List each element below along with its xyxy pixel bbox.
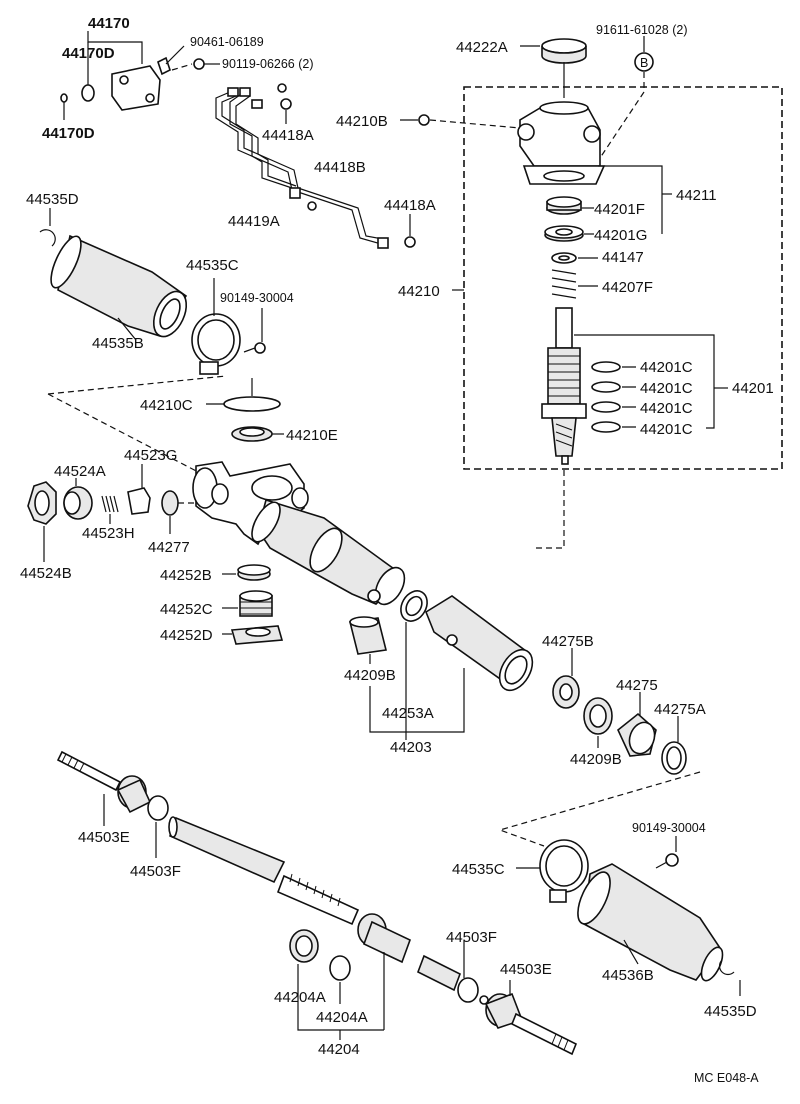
seal-44275B (552, 648, 580, 709)
label-44523G: 44523G (124, 447, 177, 464)
snap-ring-44275A (661, 716, 687, 775)
boot-44536B (577, 863, 724, 982)
label-44275B: 44275B (542, 633, 594, 650)
bracket-44203 (369, 622, 465, 740)
label-44253A: 44253A (382, 705, 434, 722)
label-44201C-4: 44201C (640, 421, 693, 438)
label-44207F: 44207F (602, 279, 653, 296)
label-90119-06266: 90119-06266 (2) (222, 57, 314, 71)
label-44210C: 44210C (140, 397, 193, 414)
label-44275A: 44275A (654, 701, 706, 718)
label-44204A-left: 44204A (274, 989, 326, 1006)
label-44211: 44211 (676, 187, 717, 204)
label-44203: 44203 (390, 739, 432, 756)
label-44536B: 44536B (602, 967, 654, 984)
spring-44523H (101, 495, 119, 524)
label-44222A: 44222A (456, 39, 508, 56)
label-44170D-bottom: 44170D (42, 125, 95, 142)
label-44275: 44275 (616, 677, 658, 694)
label-44204: 44204 (318, 1041, 360, 1058)
label-44201F: 44201F (594, 201, 645, 218)
clip-44535D-right (718, 959, 741, 996)
bushing-44209B-b (583, 697, 613, 748)
label-44201: 44201 (732, 380, 774, 397)
label-44418A-right: 44418A (384, 197, 436, 214)
part-44170-group (60, 31, 220, 120)
spring-cap-44524A (63, 478, 93, 520)
cylinder-tube (425, 595, 534, 692)
clip-44503F-left (147, 795, 169, 858)
label-44523H: 44523H (82, 525, 135, 542)
clamp-44535C-right (516, 839, 589, 903)
label-44277: 44277 (148, 539, 190, 556)
end-cap-44275 (617, 692, 657, 757)
nut-44524B (27, 481, 57, 562)
bolt-90149-right (655, 836, 679, 869)
locknut-44252D (222, 625, 284, 645)
part-44222A (520, 38, 587, 98)
label-44503E-right: 44503E (500, 961, 552, 978)
label-44503F-right: 44503F (446, 929, 497, 946)
clamp-44535C-left (191, 278, 266, 375)
label-44535C-right: 44535C (452, 861, 505, 878)
ring-44253A (400, 590, 428, 622)
label-44419A: 44419A (228, 213, 280, 230)
steering-housing-44203 (192, 461, 406, 606)
boot-44535B (39, 208, 188, 341)
tie-rod-44503E-right (479, 980, 578, 1056)
part-labels: 44170 44170D 44170D 90461-06189 90119-06… (20, 15, 774, 1085)
guide-44523G (127, 464, 151, 515)
label-44535C-left: 44535C (186, 257, 239, 274)
label-44210B: 44210B (336, 113, 388, 130)
label-44252C: 44252C (160, 601, 213, 618)
gear-housing-44211 (400, 101, 672, 234)
label-44503E-left: 44503E (78, 829, 130, 846)
label-91611-61028: 91611-61028 (2) (596, 23, 688, 37)
label-44418B: 44418B (314, 159, 366, 176)
gear-housing-box-44210 (452, 86, 783, 470)
label-44201C-2: 44201C (640, 380, 693, 397)
joint-44503F-right (416, 940, 479, 1003)
bushing-44209B-a (349, 616, 387, 664)
label-90149-30004-left: 90149-30004 (220, 291, 294, 305)
label-44418A-top: 44418A (262, 127, 314, 144)
label-44170D-top: 44170D (62, 45, 115, 62)
rack-44204 (168, 816, 412, 1030)
label-44524B: 44524B (20, 565, 72, 582)
label-44210E: 44210E (286, 427, 338, 444)
oring-44210C (206, 378, 281, 412)
label-44147: 44147 (602, 249, 644, 266)
label-44535D-bottom: 44535D (704, 1003, 757, 1020)
label-44201G: 44201G (594, 227, 647, 244)
label-90461-06189: 90461-06189 (190, 35, 264, 49)
tie-rod-44503E-left (56, 750, 152, 826)
label-B: B (640, 56, 648, 70)
plug-44252B (222, 564, 271, 581)
label-44170: 44170 (88, 15, 130, 32)
label-44524A: 44524A (54, 463, 106, 480)
label-44204A-right: 44204A (316, 1009, 368, 1026)
label-44201C-3: 44201C (640, 400, 693, 417)
label-44503F-left: 44503F (130, 863, 181, 880)
label-44209B-left: 44209B (344, 667, 396, 684)
adjuster-44252C (222, 590, 273, 617)
bushing-44204A (289, 929, 384, 1040)
label-44535D-top: 44535D (26, 191, 79, 208)
label-44252D: 44252D (160, 627, 213, 644)
label-44535B: 44535B (92, 335, 144, 352)
label-44210: 44210 (398, 283, 440, 300)
bolt-marker-B (599, 36, 654, 159)
label-44252B: 44252B (160, 567, 212, 584)
diagram-code: MC E048-A (694, 1071, 759, 1085)
pinion-shaft-44201 (536, 307, 728, 549)
seal-stack (544, 196, 598, 299)
pipe-group-44418 (215, 83, 416, 249)
seal-44210E (231, 426, 284, 442)
label-44209B-right: 44209B (570, 751, 622, 768)
label-44201C-1: 44201C (640, 359, 693, 376)
guide-dash-left (47, 375, 227, 475)
yoke-44277 (161, 490, 206, 534)
label-90149-30004-right: 90149-30004 (632, 821, 706, 835)
